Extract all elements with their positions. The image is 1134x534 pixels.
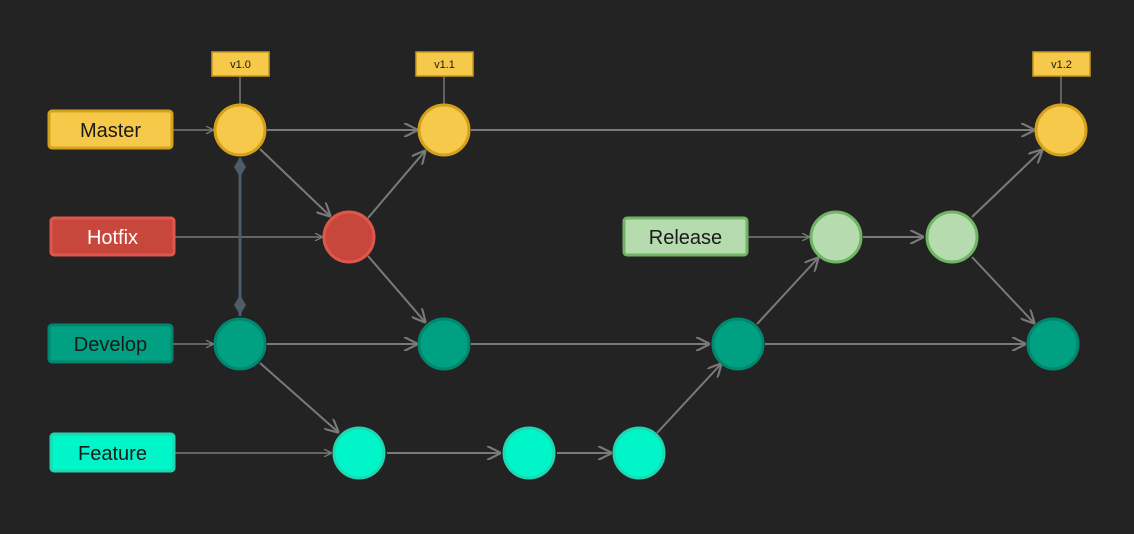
sync-diamond-bottom bbox=[234, 295, 246, 315]
branch-label-release-box bbox=[622, 216, 749, 257]
branch-label-master-box bbox=[47, 109, 174, 150]
branch-label-develop-box bbox=[47, 323, 174, 364]
branch-label-release[interactable]: Release bbox=[622, 216, 749, 257]
commit-master-2[interactable] bbox=[417, 103, 471, 157]
tag-v1-0: v1.0 bbox=[211, 51, 270, 104]
commit-develop-4[interactable] bbox=[1026, 317, 1080, 371]
tag-v1-2-label: v1.2 bbox=[1051, 59, 1072, 71]
version-tags: v1.0 v1.1 v1.2 bbox=[211, 51, 1091, 104]
tag-v1-1: v1.1 bbox=[415, 51, 474, 104]
branch-label-feature-text: Feature bbox=[78, 443, 147, 465]
master-develop-sync-connector bbox=[234, 157, 246, 316]
branch-label-feature-box bbox=[49, 432, 176, 473]
sync-diamond-top bbox=[234, 157, 246, 177]
commit-master-1[interactable] bbox=[213, 103, 267, 157]
branch-label-feature[interactable]: Feature bbox=[49, 432, 176, 473]
tag-v1-1-label: v1.1 bbox=[434, 59, 455, 71]
commit-develop-1[interactable] bbox=[213, 317, 267, 371]
branch-label-hotfix-box bbox=[49, 216, 176, 257]
branch-label-master[interactable]: Master bbox=[47, 109, 174, 150]
edge-release-2-to-master-3 bbox=[971, 150, 1042, 218]
edge-hotfix-to-develop-2 bbox=[367, 255, 425, 322]
commit-master-3[interactable] bbox=[1034, 103, 1088, 157]
edge-hotfix-to-master-2 bbox=[367, 151, 425, 219]
commit-edges bbox=[259, 130, 1042, 453]
edge-release-2-to-develop-4 bbox=[971, 256, 1034, 323]
branch-label-develop[interactable]: Develop bbox=[47, 323, 174, 364]
branch-label-master-text: Master bbox=[80, 120, 141, 142]
label-connectors bbox=[172, 130, 809, 453]
commit-feature-3[interactable] bbox=[612, 426, 666, 480]
edge-develop-3-to-release-1 bbox=[756, 258, 818, 325]
commit-release-1[interactable] bbox=[809, 210, 863, 264]
tag-v1-2: v1.2 bbox=[1032, 51, 1091, 104]
commit-feature-1[interactable] bbox=[332, 426, 386, 480]
branch-label-release-text: Release bbox=[649, 227, 722, 249]
commit-develop-3[interactable] bbox=[711, 317, 765, 371]
commit-develop-2[interactable] bbox=[417, 317, 471, 371]
edge-master-1-to-hotfix bbox=[259, 148, 330, 216]
commit-feature-2[interactable] bbox=[502, 426, 556, 480]
commit-hotfix-1[interactable] bbox=[322, 210, 376, 264]
commit-release-2[interactable] bbox=[925, 210, 979, 264]
branch-label-hotfix-text: Hotfix bbox=[87, 227, 138, 249]
tag-v1-1-box bbox=[415, 51, 474, 77]
branch-label-hotfix[interactable]: Hotfix bbox=[49, 216, 176, 257]
commit-nodes bbox=[213, 103, 1088, 480]
edge-develop-1-to-feature-1 bbox=[259, 362, 338, 432]
tag-v1-0-label: v1.0 bbox=[230, 59, 251, 71]
branch-labels: Master Hotfix Develop Feature Release bbox=[47, 109, 749, 473]
tag-v1-0-box bbox=[211, 51, 270, 77]
tag-v1-2-box bbox=[1032, 51, 1091, 77]
edge-feature-3-to-develop-3 bbox=[656, 364, 721, 434]
branch-label-develop-text: Develop bbox=[74, 334, 147, 356]
